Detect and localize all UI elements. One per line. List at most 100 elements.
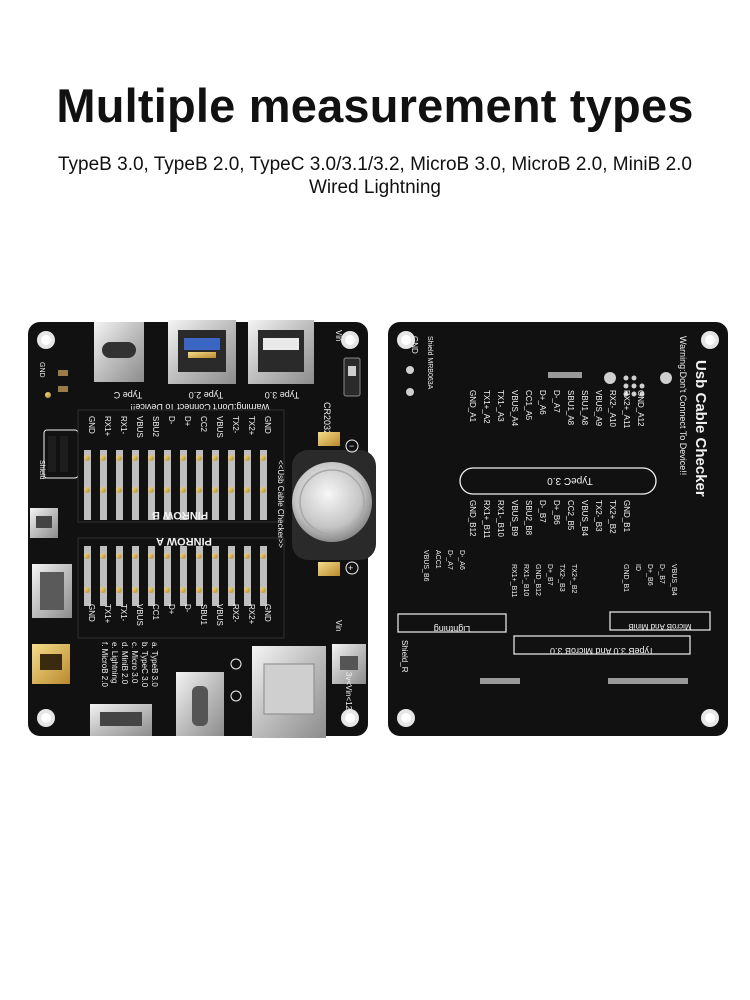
box-typeb-microb: TypeB 3.0 And MicroB 3.0 [513,635,691,656]
back-col6: GND_B1 ID D+_B6 D-_B7 VBUS_B4 [622,564,677,596]
svg-text:d. MiniB 2.0: d. MiniB 2.0 [120,642,129,685]
svg-text:SBU2: SBU2 [151,416,160,437]
power-switch [343,357,361,397]
svg-text:b. TypeC 3.0: b. TypeC 3.0 [140,642,149,688]
box-typec: TypeC 3.0 [459,467,657,495]
svg-text:D+_B6: D+_B6 [646,564,653,586]
svg-text:VBUS_B4: VBUS_B4 [670,564,677,596]
label-pinrow-a: PINROW A [156,535,212,547]
svg-text:D-_B7: D-_B7 [658,564,665,584]
back-shield-r: Shield_R [400,640,409,673]
back-gnd: GND [410,336,419,354]
box-lightning: Lightning [397,613,507,634]
svg-text:GND: GND [263,416,272,434]
svg-text:VBUS_B4: VBUS_B4 [580,500,589,537]
svg-text:VBUS_B6: VBUS_B6 [422,550,429,582]
svg-text:VBUS: VBUS [135,604,144,626]
svg-text:RX2+_A11: RX2+_A11 [622,390,631,429]
svg-text:D+: D+ [183,416,192,427]
svg-text:TX2+: TX2+ [247,416,256,436]
usb-b3-port [252,646,326,738]
front-mounting-holes [37,331,359,727]
svg-text:TX2+_B2: TX2+_B2 [608,500,617,534]
svg-text:D+_B6: D+_B6 [552,500,561,525]
svg-text:RX1+_B11: RX1+_B11 [510,564,517,598]
svg-text:D-: D- [183,604,192,613]
svg-text:SBU1: SBU1 [199,604,208,625]
typec-port-bottom [176,672,224,736]
svg-text:GND: GND [38,362,45,378]
svg-text:D-: D- [167,416,176,425]
back-board: Usb Cable Checker Warning:Don't Connect … [388,322,728,736]
svg-text:VBUS: VBUS [215,416,224,438]
svg-text:RX2+: RX2+ [247,604,256,625]
coin-cell-battery: − + [292,432,376,576]
label-usb-cable-checker: <<Usb Cable Checker>> [276,460,285,548]
product-photo: Type C Type 2.0 Type 3.0 Warning:Don't C… [28,320,728,738]
svg-text:RX1+: RX1+ [103,416,112,437]
svg-text:SBU2_B8: SBU2_B8 [524,500,533,536]
svg-text:GND_B12: GND_B12 [468,500,477,537]
back-warning: Warning:Don't Connect To Device!! [678,336,688,475]
svg-text:GND_A12: GND_A12 [636,390,645,427]
svg-text:TX1-: TX1- [119,604,128,622]
label-vin-bottom: Vin [334,620,343,631]
pinrow-b: GND RX1+ RX1- VBUS SBU2 D- D+ CC2 VBUS T… [77,409,285,523]
svg-text:VBUS: VBUS [135,416,144,438]
svg-text:f. MicroB 2.0: f. MicroB 2.0 [100,642,109,687]
svg-text:+: + [348,563,353,573]
svg-text:RX1-: RX1- [119,416,128,435]
svg-text:Lightning: Lightning [434,624,471,634]
subtitle-line-2: Wired Lightning [308,177,442,198]
svg-text:TX1+_A2: TX1+_A2 [482,390,491,424]
svg-text:e. Lightning: e. Lightning [110,642,119,683]
svg-text:D+_B7: D+_B7 [546,564,553,586]
svg-text:TX1+: TX1+ [103,604,112,624]
label-type20: Type 2.0 [189,390,224,400]
svg-text:D-_A6: D-_A6 [458,550,465,570]
subtitle-line-1: TypeB 3.0, TypeB 2.0, TypeC 3.0/3.1/3.2,… [57,154,692,175]
label-cr2032: CR2032 [322,402,332,435]
svg-text:GND_B12: GND_B12 [534,564,541,596]
back-shield-model: Shield MRB063A [426,336,433,390]
box-microb-minib: MicroB And MiniB [609,611,711,631]
front-board: Type C Type 2.0 Type 3.0 Warning:Don't C… [28,320,376,738]
svg-text:CC2_B5: CC2_B5 [566,500,575,531]
svg-text:RX1+_B11: RX1+_B11 [482,500,491,539]
label-pinrow-b: PINROW B [152,509,208,521]
svg-text:CC2: CC2 [199,416,208,433]
svg-text:Shield: Shield [38,460,45,480]
micro-b-power-port [332,644,366,684]
label-typec: Type C [113,390,142,400]
svg-text:SBU1_A8: SBU1_A8 [566,390,575,426]
svg-text:CC1: CC1 [151,604,160,621]
svg-text:VBUS_B9: VBUS_B9 [510,500,519,537]
svg-text:GND_B1: GND_B1 [622,564,629,592]
back-col2: SBU1_A8 VBUS_A9 RX2-_A10 RX2+_A11 GND_A1… [580,390,645,429]
svg-text:GND: GND [87,604,96,622]
micro-b3-port-left [32,564,72,618]
svg-text:ACC1: ACC1 [434,550,441,569]
svg-text:VBUS: VBUS [215,604,224,626]
back-col5: RX1+_B11 RX1-_B10 GND_B12 D+_B7 TX2-_B3 … [510,564,577,598]
svg-text:D-_A7: D-_A7 [446,550,453,570]
svg-text:TX1-_A3: TX1-_A3 [496,390,505,422]
svg-text:VBUS_A9: VBUS_A9 [594,390,603,427]
svg-text:RX1-_B10: RX1-_B10 [496,500,505,537]
back-solder-pads [406,366,688,684]
svg-text:c. Micro 3.0: c. Micro 3.0 [130,642,139,684]
svg-text:TypeC 3.0: TypeC 3.0 [547,475,593,486]
front-warning: Warning:Don't Connect To Device!! [130,402,269,412]
headline-title: Multiple measurement types [56,79,694,132]
back-col4: VBUS_B6 ACC1 D-_A7 D-_A6 [422,550,465,582]
svg-text:a. TypeB 3.0: a. TypeB 3.0 [150,642,159,687]
mini-b-port [32,644,70,684]
svg-text:RX2-: RX2- [231,604,240,623]
svg-text:TX2+_B2: TX2+_B2 [570,564,577,593]
label-type30: Type 3.0 [265,390,300,400]
svg-text:D-_A7: D-_A7 [552,390,561,413]
svg-text:VBUS_A4: VBUS_A4 [510,390,519,427]
svg-text:GND: GND [87,416,96,434]
back-mounting-holes [397,331,719,727]
svg-text:GND_B1: GND_B1 [622,500,631,533]
